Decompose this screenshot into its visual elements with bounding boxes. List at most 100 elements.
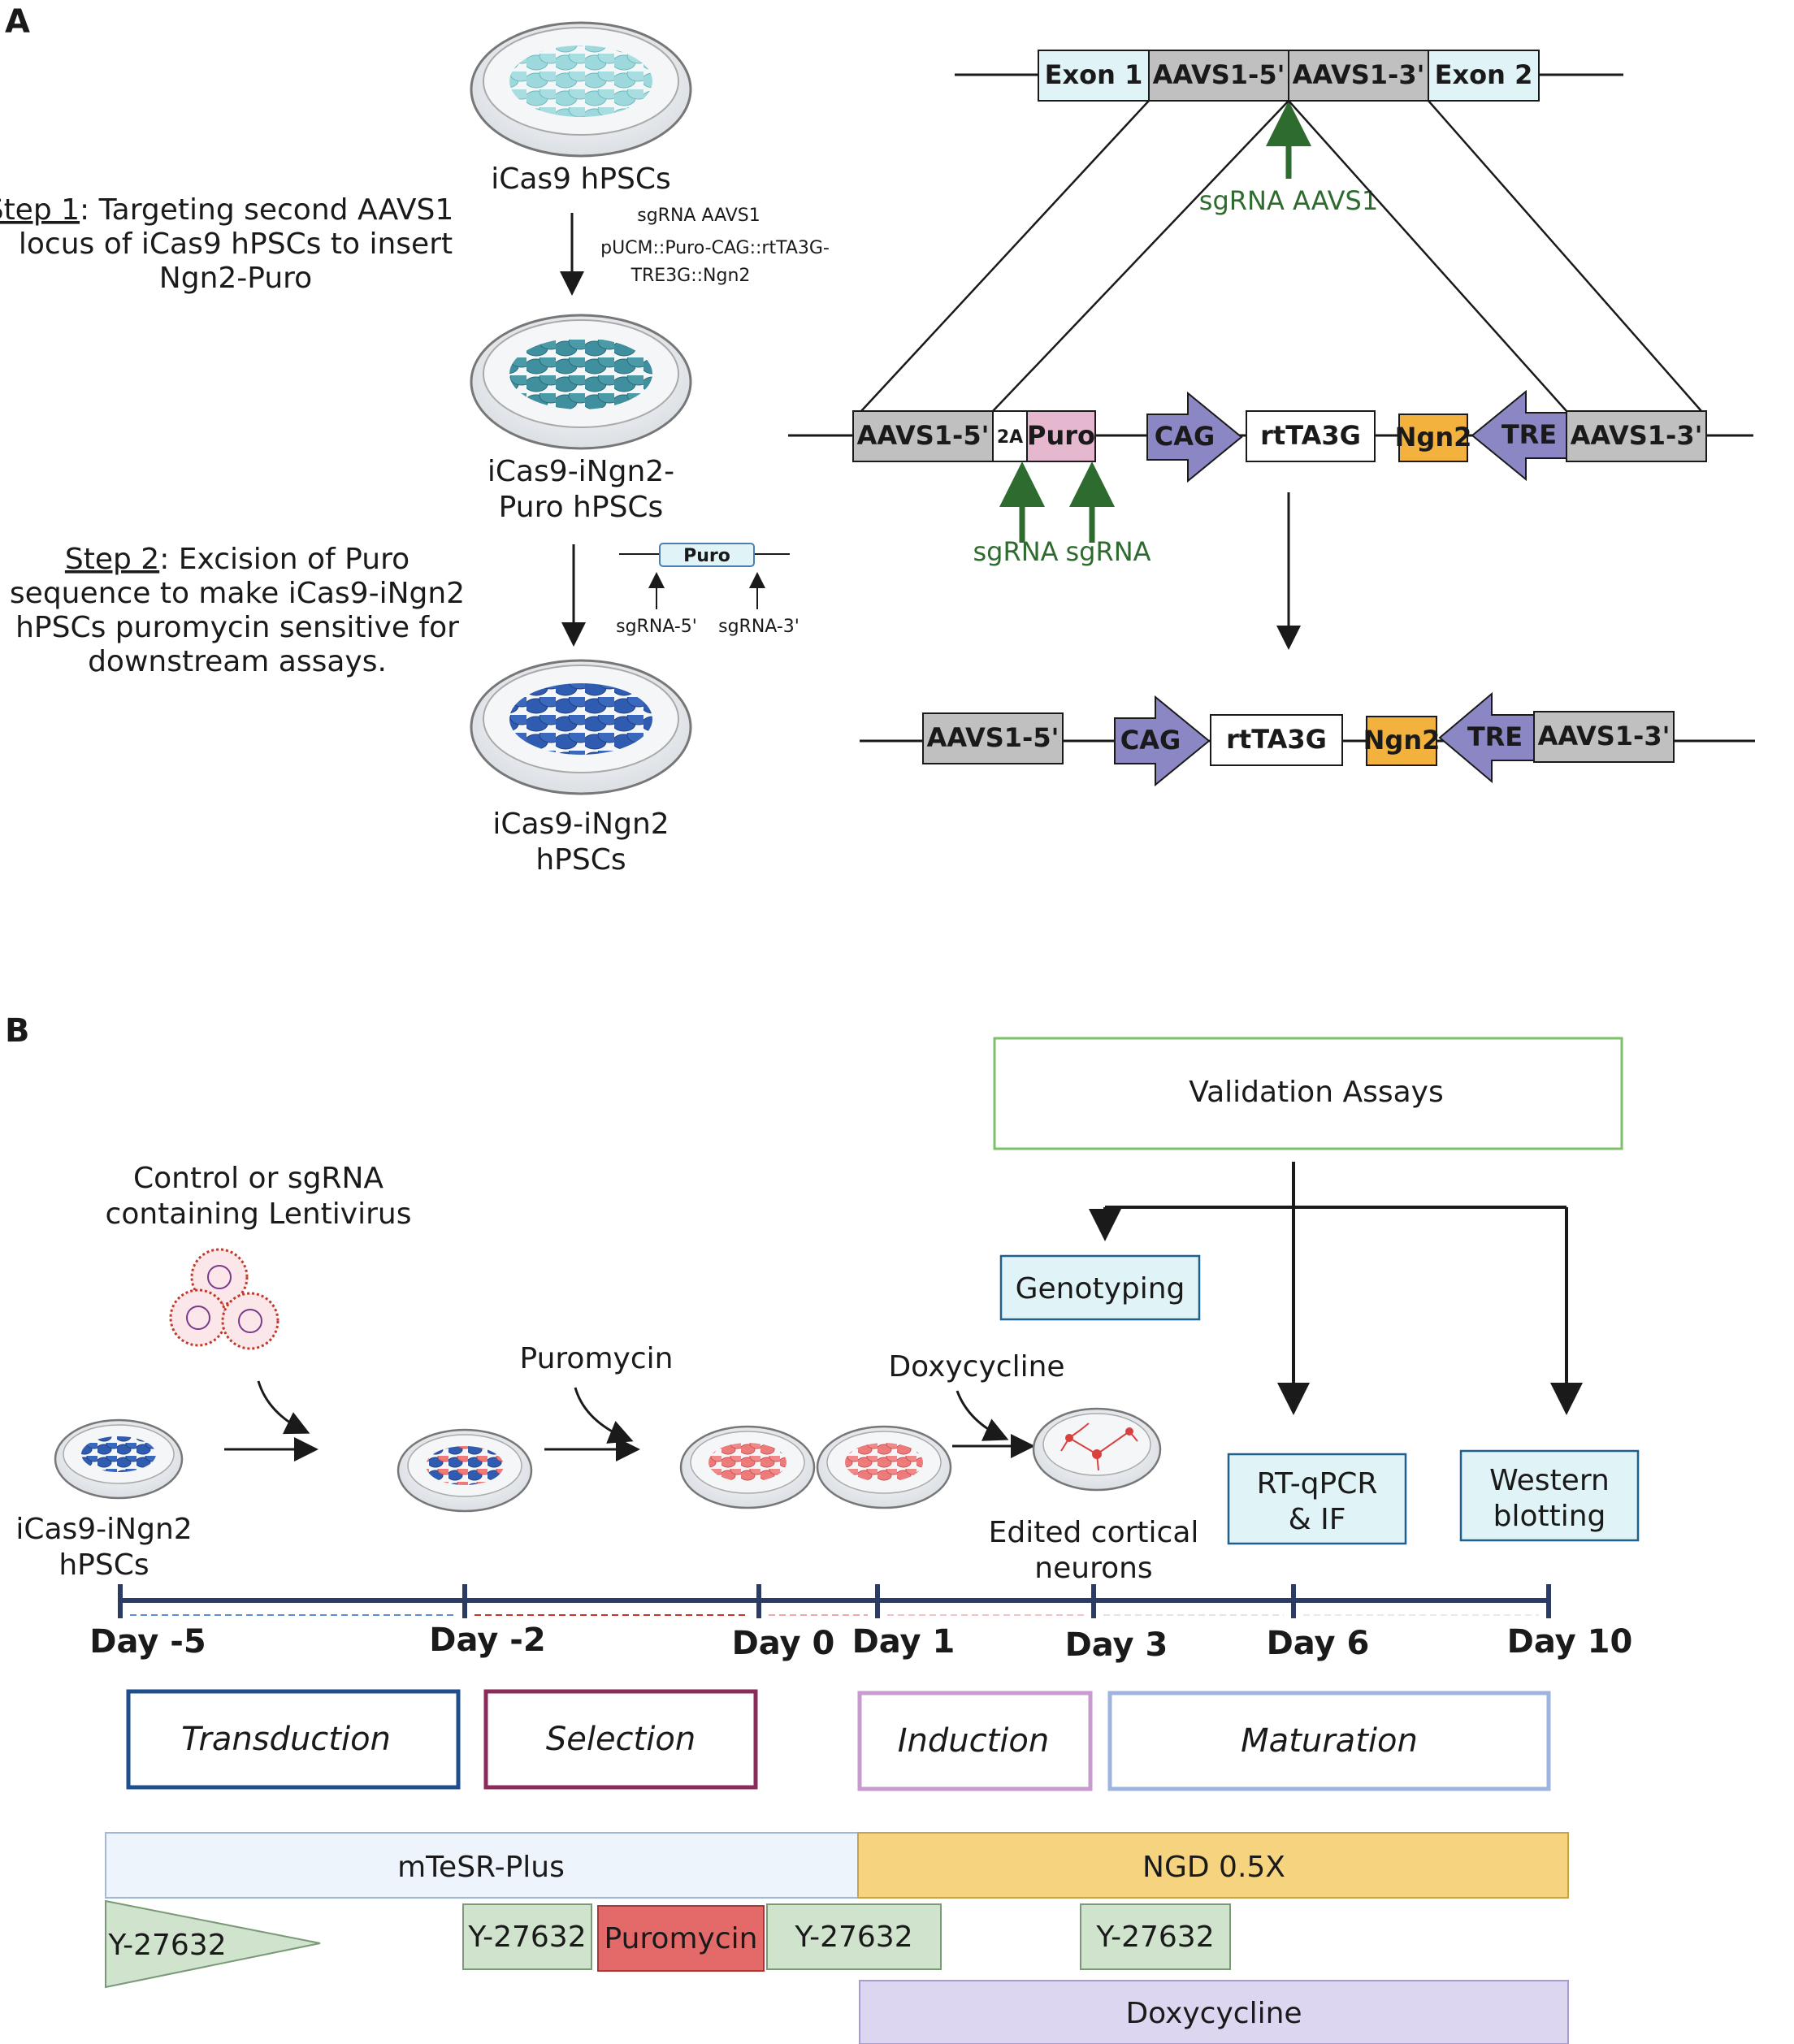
puro-excision-schematic: Puro sgRNA-5' sgRNA-3' bbox=[616, 543, 800, 637]
petri-dish-icas9 bbox=[470, 21, 692, 158]
petri-dish-icas9-ingn2 bbox=[470, 659, 692, 795]
aavs1-locus: Exon 1 AAVS1-5' AAVS1-3' Exon 2 sgRNA AA… bbox=[955, 50, 1623, 216]
construct-2a: 2A bbox=[997, 427, 1023, 448]
construct-aavs3: AAVS1-3' bbox=[1571, 420, 1703, 451]
dish2-label-line2: Puro hPSCs bbox=[499, 491, 664, 524]
transduced-dish bbox=[396, 1428, 533, 1513]
drug-doxycycline: Doxycycline bbox=[1125, 1997, 1302, 2030]
neurons-line1: Edited cortical bbox=[989, 1516, 1199, 1549]
media-ngd-bar bbox=[857, 1832, 1569, 1899]
arrow1-line3: TRE3G::Ngn2 bbox=[630, 266, 751, 286]
media-mtesr: mTeSR-Plus bbox=[397, 1851, 565, 1884]
drug-y27632-1: Y-27632 bbox=[107, 1929, 226, 1962]
day-1: Day 1 bbox=[852, 1623, 956, 1661]
validation-assays-label: Validation Assays bbox=[1189, 1076, 1443, 1109]
day-minus2: Day -2 bbox=[429, 1622, 545, 1659]
arrow1-line2: pUCM::Puro-CAG::rtTA3G- bbox=[600, 238, 830, 258]
donor-construct: AAVS1-5' 2A Puro CAG rtTA3G Ngn2 TRE AAV… bbox=[788, 389, 1753, 567]
validation-arrows bbox=[1089, 1162, 1583, 1415]
rtqpcr-line2: & IF bbox=[1289, 1503, 1346, 1536]
step1-line3: Ngn2-Puro bbox=[159, 262, 312, 295]
step2-line4: downstream assays. bbox=[88, 645, 387, 678]
svg-text:Step 2: Excision of Puro: Step 2: Excision of Puro bbox=[65, 543, 410, 576]
phase-transduction-box bbox=[126, 1689, 461, 1790]
phase-induction-box bbox=[857, 1691, 1093, 1791]
locus-aavs3: AAVS1-3' bbox=[1293, 59, 1425, 90]
step1-line1: : Targeting second AAVS1 bbox=[80, 193, 453, 227]
step1-line2: locus of iCas9 hPSCs to insert bbox=[19, 227, 453, 261]
day-0: Day 0 bbox=[732, 1625, 835, 1662]
day-minus5: Day -5 bbox=[89, 1623, 206, 1661]
final-rtta: rtTA3G bbox=[1226, 724, 1327, 755]
selected-dish-day1 bbox=[816, 1425, 952, 1509]
western-line1: Western bbox=[1489, 1464, 1610, 1497]
lentivirus-line1: Control or sgRNA bbox=[133, 1162, 384, 1195]
construct-rtta: rtTA3G bbox=[1260, 420, 1361, 451]
y27632-gradient-triangle bbox=[105, 1899, 321, 1989]
dish3-label-line1: iCas9-iNgn2 bbox=[492, 808, 669, 841]
drug-puromycin-bar bbox=[597, 1905, 765, 1972]
phase-transduction: Transduction bbox=[181, 1721, 391, 1758]
construct-tre: TRE bbox=[1502, 419, 1557, 450]
puromycin-curved-arrow bbox=[574, 1387, 634, 1444]
drug-y27632-4: Y-27632 bbox=[1095, 1921, 1214, 1954]
phase-maturation: Maturation bbox=[1241, 1722, 1418, 1760]
arrow1-line1: sgRNA AAVS1 bbox=[637, 206, 760, 226]
construct-sgrna-right: sgRNA bbox=[1065, 536, 1150, 567]
dish2-label-line1: iCas9-iNgn2- bbox=[488, 455, 674, 488]
start-dish-line2: hPSCs bbox=[58, 1548, 149, 1582]
construct-ngn2: Ngn2 bbox=[1395, 422, 1472, 453]
phase-induction: Induction bbox=[898, 1722, 1050, 1760]
step2-underline: Step 2 bbox=[65, 543, 159, 576]
phase-maturation-box bbox=[1107, 1691, 1551, 1791]
final-ngn2: Ngn2 bbox=[1363, 725, 1441, 756]
final-aavs3: AAVS1-3' bbox=[1538, 721, 1670, 751]
neuron-dish bbox=[1032, 1407, 1162, 1492]
doxycycline-curved-arrow bbox=[956, 1390, 1009, 1441]
drug-y27632-3: Y-27632 bbox=[794, 1921, 912, 1954]
step2-line3: hPSCs puromycin sensitive for bbox=[15, 611, 459, 644]
validation-assays-box bbox=[993, 1037, 1623, 1150]
western-box bbox=[1459, 1449, 1640, 1542]
step2-line1: : Excision of Puro bbox=[159, 543, 410, 576]
drug-y27632-2-bar bbox=[462, 1903, 592, 1970]
construct-aavs5: AAVS1-5' bbox=[857, 420, 990, 451]
drug-puromycin: Puromycin bbox=[604, 1922, 758, 1955]
media-mtesr-bar bbox=[105, 1832, 859, 1899]
locus-sgrna-aavs1: sgRNA AAVS1 bbox=[1199, 185, 1378, 216]
drug-y27632-3-bar bbox=[766, 1903, 942, 1970]
step2-text: Step 2: Excision of Puro sequence to mak… bbox=[10, 543, 465, 678]
final-construct: AAVS1-5' CAG rtTA3G Ngn2 TRE AAVS1-3' bbox=[860, 691, 1755, 787]
dish3-label-line2: hPSCs bbox=[535, 843, 626, 877]
drug-y27632-2: Y-27632 bbox=[467, 1921, 586, 1954]
phase-selection: Selection bbox=[546, 1721, 696, 1758]
lentivirus-line2: containing Lentivirus bbox=[106, 1197, 412, 1231]
dish1-label: iCas9 hPSCs bbox=[491, 162, 671, 196]
drug-doxycycline-bar bbox=[859, 1980, 1569, 2044]
western-line2: blotting bbox=[1493, 1500, 1606, 1533]
day-10: Day 10 bbox=[1507, 1623, 1633, 1661]
timeline bbox=[118, 1584, 1551, 1618]
day-6: Day 6 bbox=[1267, 1625, 1370, 1662]
doxycycline-label: Doxycycline bbox=[888, 1350, 1064, 1384]
step1-underline: Step 1 bbox=[0, 193, 80, 227]
construct-cag: CAG bbox=[1155, 421, 1216, 452]
puromycin-label: Puromycin bbox=[520, 1342, 674, 1375]
svg-text:Step 1: Targeting second AAVS1: Step 1: Targeting second AAVS1 bbox=[0, 193, 453, 227]
step1-text: Step 1: Targeting second AAVS1 locus of … bbox=[0, 193, 453, 295]
selected-dish-day0 bbox=[679, 1425, 816, 1509]
locus-exon1: Exon 1 bbox=[1045, 59, 1143, 90]
final-cag: CAG bbox=[1120, 725, 1181, 756]
start-dish-line1: iCas9-iNgn2 bbox=[15, 1513, 192, 1546]
media-ngd: NGD 0.5X bbox=[1142, 1851, 1285, 1884]
lentivirus-icon bbox=[169, 1248, 280, 1350]
lentivirus-curved-arrow bbox=[257, 1380, 310, 1435]
locus-exon2: Exon 2 bbox=[1435, 59, 1533, 90]
sgrna-5-label: sgRNA-5' bbox=[616, 617, 697, 637]
phase-selection-box bbox=[483, 1689, 758, 1790]
final-tre: TRE bbox=[1467, 721, 1523, 752]
construct-sgrna-left: sgRNA bbox=[973, 536, 1058, 567]
neurons-line2: neurons bbox=[1034, 1552, 1152, 1585]
day-3: Day 3 bbox=[1065, 1626, 1168, 1664]
homology-lines bbox=[860, 100, 1702, 412]
